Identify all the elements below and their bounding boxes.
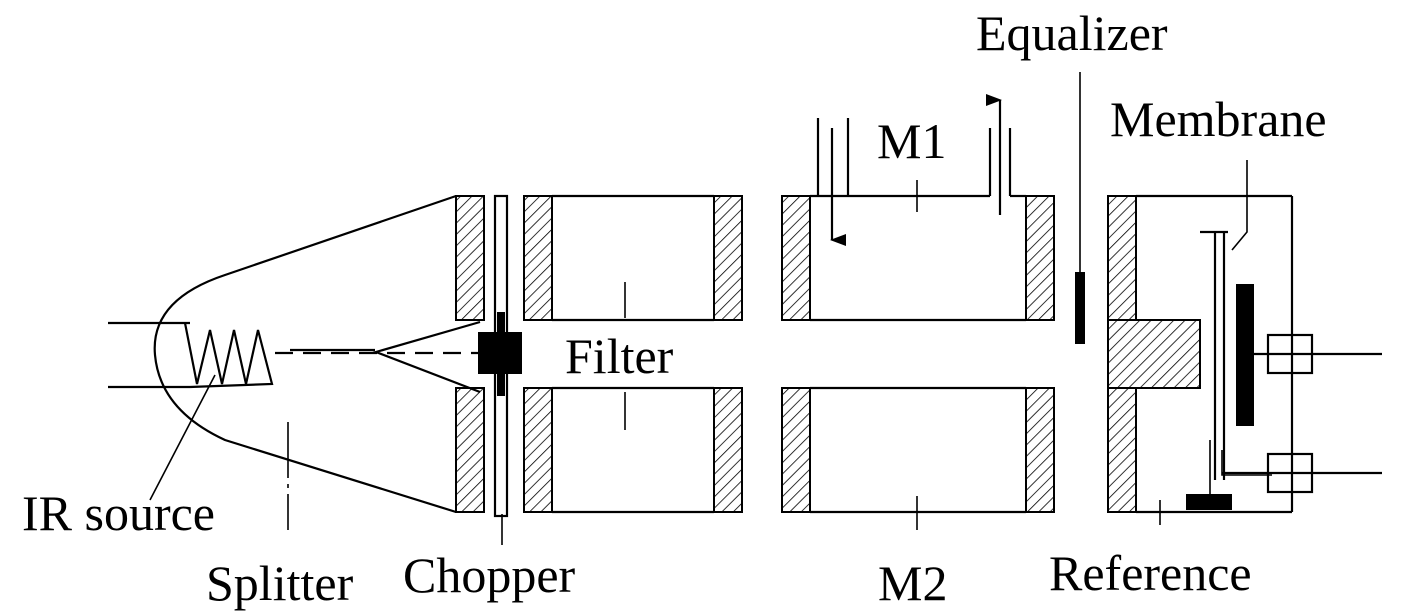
filter-window-left-bottom <box>523 387 553 513</box>
equalizer-bar <box>1075 272 1085 344</box>
filter-window-right-bottom <box>713 387 743 513</box>
chopper-shaft-bottom <box>497 372 505 396</box>
membrane-electrode <box>1236 284 1254 426</box>
detector-window-bottom <box>1107 387 1137 513</box>
ir-source-leader <box>149 374 216 501</box>
splitter-wedge <box>372 320 481 394</box>
chopper-window-top <box>455 195 485 321</box>
ir-filament-icon <box>183 322 274 389</box>
label-ir-source: IR source <box>22 485 215 541</box>
chopper-window-bottom <box>455 387 485 513</box>
membrane-leader <box>1231 160 1248 251</box>
chopper-hub <box>478 332 522 374</box>
detector-window-top <box>1107 195 1137 321</box>
filter-window-left-top <box>523 195 553 321</box>
filter-cells <box>523 194 743 514</box>
reference-wire <box>1209 440 1272 494</box>
chopper-assembly <box>455 194 522 518</box>
m1-window-right <box>1025 195 1055 321</box>
label-membrane: Membrane <box>1110 91 1327 147</box>
label-reference: Reference <box>1049 545 1252 601</box>
label-equalizer: Equalizer <box>976 5 1168 61</box>
label-filter: Filter <box>565 328 674 384</box>
label-m1: M1 <box>877 113 946 169</box>
m1-window-left <box>781 195 811 321</box>
m2-window-right <box>1025 387 1055 513</box>
reference-electrode <box>1186 494 1232 510</box>
label-splitter: Splitter <box>206 555 354 611</box>
detector-block <box>1107 319 1201 389</box>
measurement-cells <box>781 94 1055 530</box>
lamp-envelope <box>153 194 457 514</box>
ir-source-assembly <box>108 194 481 514</box>
detector-assembly <box>1107 160 1382 525</box>
equalizer-assembly <box>1075 72 1085 344</box>
filter-window-right-top <box>713 195 743 321</box>
chopper-shaft-top <box>497 312 505 336</box>
label-chopper: Chopper <box>403 547 576 603</box>
m2-window-left <box>781 387 811 513</box>
label-m2: M2 <box>878 555 947 611</box>
